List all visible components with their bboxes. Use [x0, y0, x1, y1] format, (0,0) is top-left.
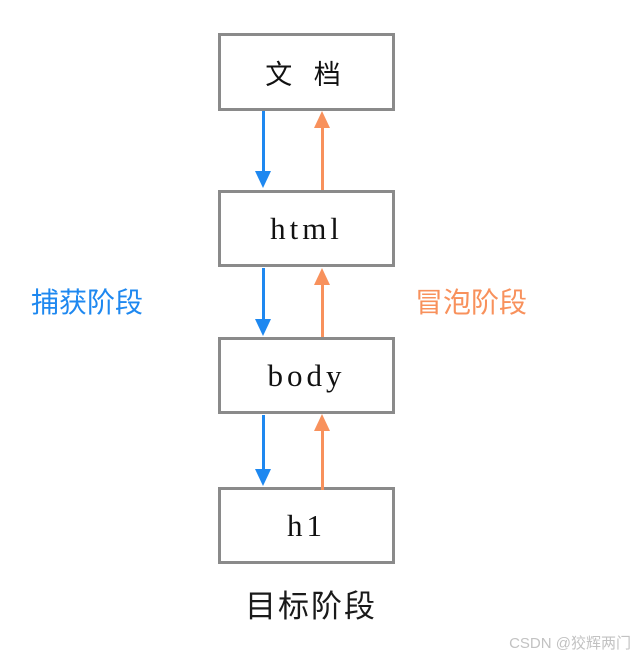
capture-arrow-html-to-body	[255, 268, 271, 336]
bubble-arrow-h1-to-body	[314, 414, 330, 490]
arrow-down-icon	[255, 171, 271, 188]
arrow-down-icon	[255, 469, 271, 486]
node-body: body	[218, 337, 395, 414]
node-html: html	[218, 190, 395, 267]
arrow-shaft	[320, 128, 324, 190]
node-h1-label: h1	[287, 507, 326, 543]
arrow-shaft	[261, 111, 265, 171]
arrow-shaft	[320, 285, 324, 337]
arrow-down-icon	[255, 319, 271, 336]
arrow-up-icon	[314, 414, 330, 431]
node-h1: h1	[218, 487, 395, 564]
arrow-shaft	[261, 415, 265, 469]
bubble-phase-label: 冒泡阶段	[415, 287, 528, 318]
bubble-arrow-body-to-html	[314, 268, 330, 337]
node-html-label: html	[270, 210, 343, 246]
csdn-watermark: CSDN @狡辉两门	[509, 635, 631, 652]
bubble-arrow-html-to-document	[314, 111, 330, 190]
arrow-shaft	[320, 431, 324, 490]
node-document-label: 文 档	[265, 59, 348, 90]
capture-arrow-body-to-h1	[255, 415, 271, 486]
target-phase-label: 目标阶段	[245, 589, 377, 624]
arrow-shaft	[261, 268, 265, 319]
capture-phase-label: 捕获阶段	[31, 287, 144, 318]
node-body-label: body	[267, 357, 346, 393]
arrow-up-icon	[314, 111, 330, 128]
capture-arrow-document-to-html	[255, 111, 271, 188]
node-document: 文 档	[218, 33, 395, 111]
arrow-up-icon	[314, 268, 330, 285]
